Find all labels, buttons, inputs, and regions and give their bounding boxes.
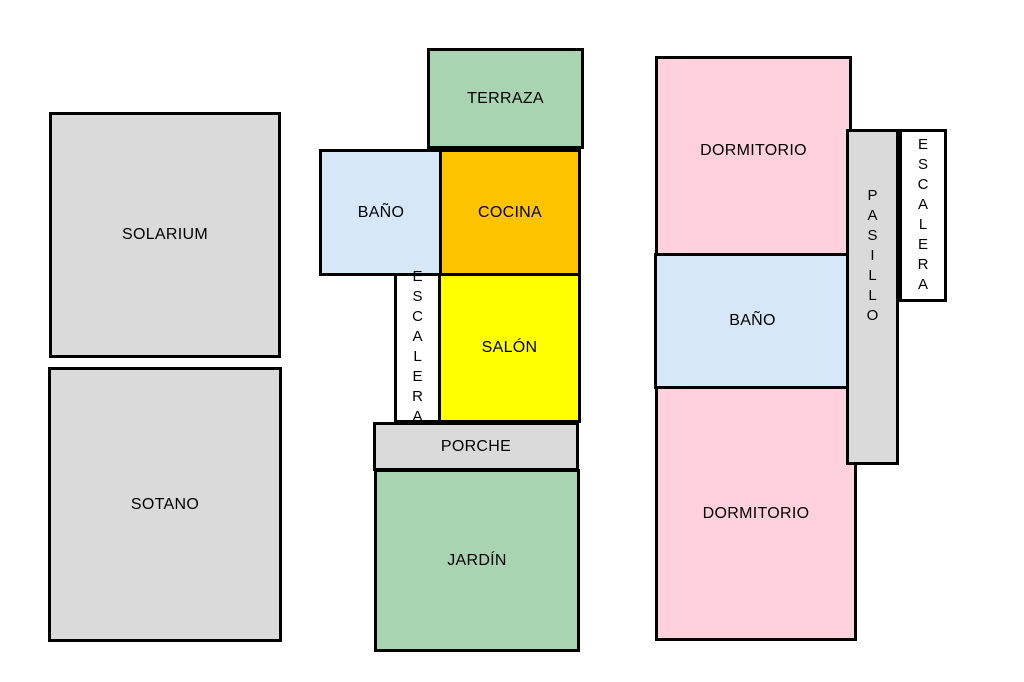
room-terraza: TERRAZA <box>427 48 584 149</box>
room-label: SALÓN <box>481 339 538 356</box>
room-solarium: SOLARIUM <box>49 112 281 358</box>
room-cocina: COCINA <box>439 149 581 276</box>
room-label: JARDÍN <box>447 551 507 569</box>
room-label: BAÑO <box>357 203 405 221</box>
room-label: DORMITORIO <box>700 142 807 159</box>
room-label: BAÑO <box>729 312 776 329</box>
room-sotano: SOTANO <box>48 367 282 642</box>
room-label: PASILLO <box>864 187 881 327</box>
room-escalera-1: ESCALERA <box>394 268 441 428</box>
room-dormitorio-1: DORMITORIO <box>655 56 852 256</box>
room-salon: SALÓN <box>438 273 581 423</box>
room-label: ESCALERA <box>409 268 426 428</box>
room-bano-1: BAÑO <box>319 149 443 276</box>
room-jardin: JARDÍN <box>374 469 580 652</box>
room-porche: PORCHE <box>373 422 579 471</box>
room-dormitorio-2: DORMITORIO <box>655 386 857 641</box>
room-label: COCINA <box>477 203 543 221</box>
room-label: SOLARIUM <box>122 226 208 243</box>
room-label: TERRAZA <box>467 89 544 107</box>
room-label: PORCHE <box>440 437 512 455</box>
room-bano-2: BAÑO <box>654 253 851 389</box>
room-label: ESCALERA <box>914 135 932 296</box>
room-label: SOTANO <box>130 495 200 513</box>
room-label: DORMITORIO <box>702 504 810 522</box>
room-escalera-2: ESCALERA <box>899 129 947 302</box>
room-pasillo: PASILLO <box>846 129 899 465</box>
